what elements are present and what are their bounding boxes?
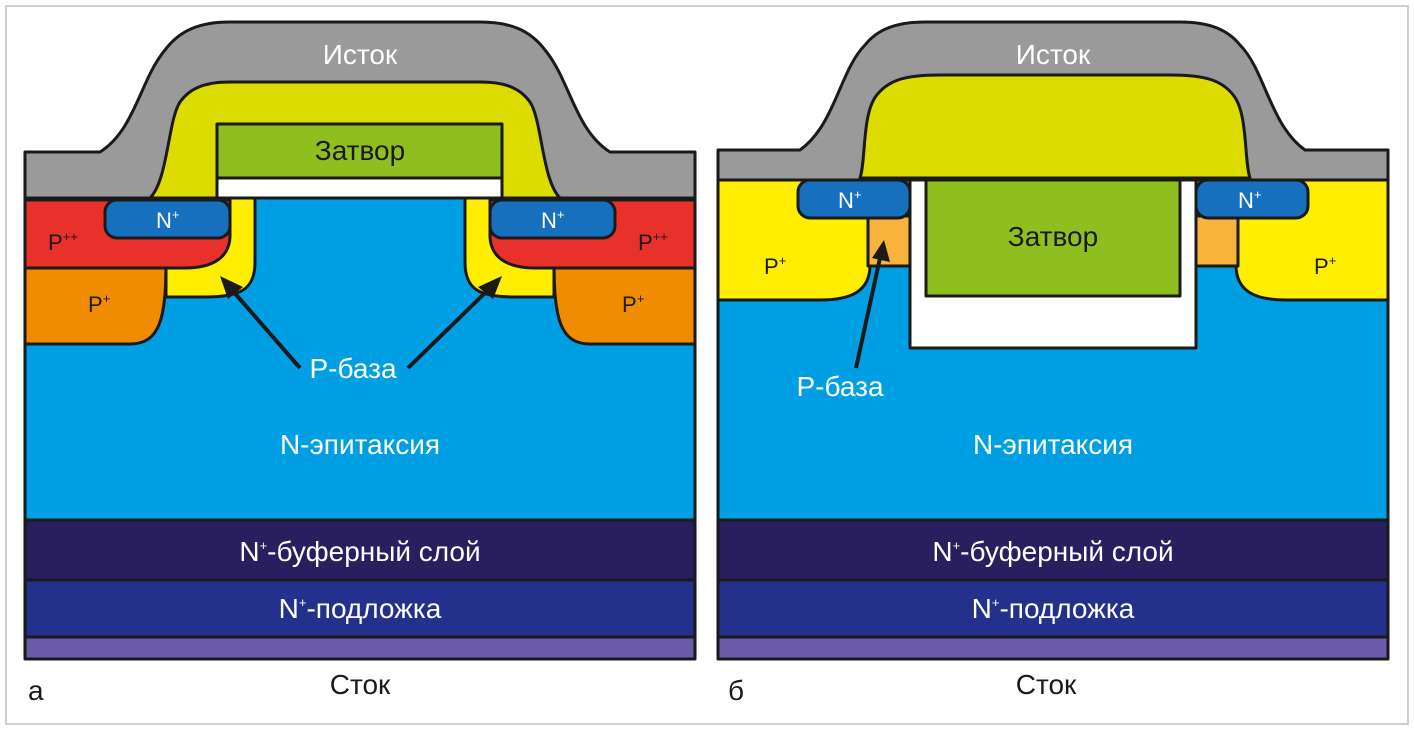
panel-b-p-plus-left-label: P+ [764,253,786,279]
panel-a-caption: а [28,675,44,706]
panel-b-p-plus-right-label: P+ [1314,253,1336,279]
panel-b-contact-layer [716,635,1390,661]
panel-a-source-label: Исток [323,39,398,70]
panel-a [23,20,697,661]
panel-a-n-plus-left [103,198,232,240]
panel-b-gate-label: Затвор [1008,221,1098,252]
panel-a-buffer-label: N+-буферный слой [239,536,480,567]
panel-a-contact-layer [23,635,697,661]
panel-b-p-base-label: P-база [796,371,883,402]
panel-a-arrowhead-left [220,276,243,299]
panel-a-n-plus-left-label: N+ [156,207,179,233]
panel-b-substrate-label: N+-подложка [972,593,1135,624]
panel-a-gate [215,122,504,180]
panel-b-source-label: Исток [1016,39,1091,70]
panel-b [716,20,1390,661]
panel-b-arrow [854,257,882,369]
panel-a-arrow-left [230,288,302,370]
panel-a-arrow-right [406,288,490,370]
panel-a-p-pp-right-label: P++ [638,229,668,255]
panel-b-drain-label: Сток [1016,669,1077,700]
panel-a-labels: Исток Затвор N+ N+ P++ P++ P+ P+ P-база … [28,39,668,706]
panel-a-arrowhead-right [478,276,502,299]
panel-b-arrowhead [872,240,890,262]
panel-b-caption: б [728,675,744,706]
panel-a-p-plus-right-label: P+ [622,291,644,317]
panel-b-gate [924,178,1182,298]
panel-b-labels: Исток Затвор N+ N+ P+ P+ P-база N-эпитак… [728,39,1336,706]
panel-a-epitaxy-label: N-эпитаксия [280,429,440,460]
panel-a-substrate-label: N+-подложка [279,593,442,624]
panel-a-drain-label: Сток [330,669,391,700]
panel-b-substrate [716,578,1390,639]
panel-a-n-plus-right [488,198,617,240]
panel-b-buffer-label: N+-буферный слой [932,536,1173,567]
panel-b-n-plus-left-label: N+ [838,187,861,213]
panel-a-buffer-layer [23,518,697,582]
panel-a-p-plus-left-label: P+ [88,291,110,317]
panel-b-p-base-right [1194,214,1240,268]
panel-b-n-plus-right-label: N+ [1238,187,1261,213]
panel-b-p-base-left [866,214,912,268]
panel-b-oxide [858,73,1252,180]
panel-a-gate-label: Затвор [315,135,405,166]
panel-a-n-plus-right-label: N+ [541,207,564,233]
panel-a-p-pp-left-label: P++ [48,229,78,255]
panel-a-p-base-label: P-база [309,353,396,384]
panel-b-epitaxy-label: N-эпитаксия [973,429,1133,460]
panel-a-gate-insulator [215,176,504,200]
